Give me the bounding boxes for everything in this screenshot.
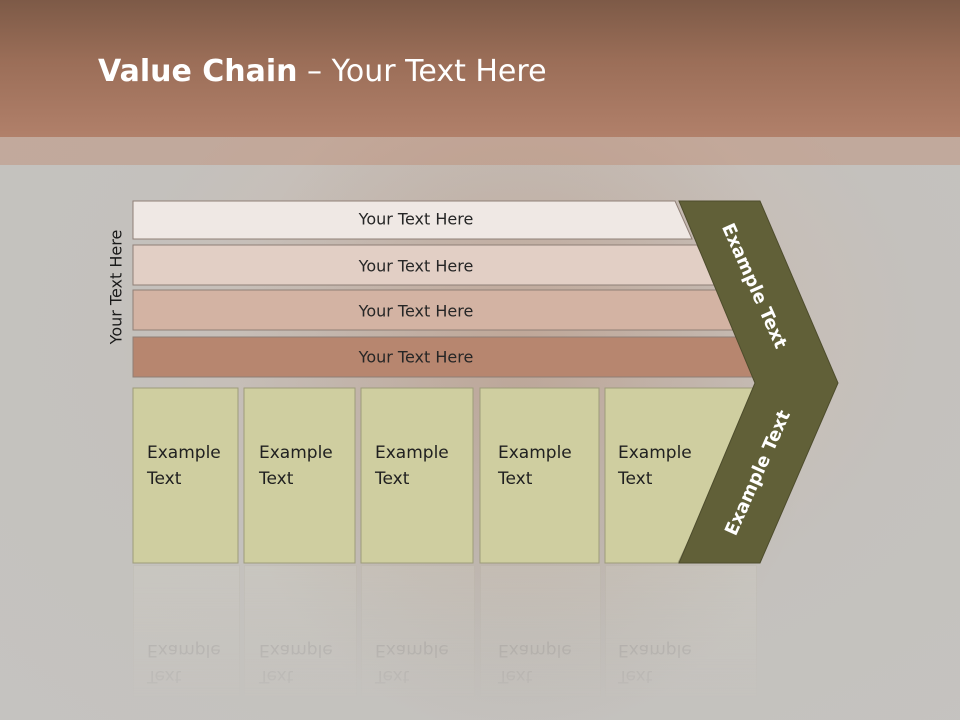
row-bar-1[interactable]	[132, 200, 693, 240]
column-text-3-line2: Text	[375, 469, 410, 489]
reflection-box-1	[133, 565, 240, 697]
reflection-text-3: Text Example	[375, 637, 449, 689]
slide-title[interactable]: Value Chain – Your Text Here	[98, 54, 547, 89]
row-label-4: Your Text Here	[358, 347, 474, 367]
column-text-4: Example Text	[498, 440, 572, 492]
row-label-1: Your Text Here	[358, 209, 474, 229]
column-text-4-line1: Example	[498, 443, 572, 463]
header-band	[0, 0, 960, 137]
column-text-5: Example Text	[618, 440, 692, 492]
reflection-box-2	[244, 565, 357, 697]
reflection-box-3	[361, 565, 475, 697]
header-strip	[0, 137, 960, 165]
reflection-text-5: Text Example	[618, 637, 692, 689]
column-text-2-line1: Example	[259, 443, 333, 463]
column-box-1[interactable]	[132, 387, 239, 564]
reflection-box-5	[605, 565, 757, 697]
column-text-1-line2: Text	[147, 469, 182, 489]
reflection-text-4-line2: Text	[498, 666, 533, 686]
reflection-box-4	[480, 565, 601, 697]
reflection-text-2: Text Example	[259, 637, 333, 689]
column-text-1: Example Text	[147, 440, 221, 492]
column-text-1-line1: Example	[147, 443, 221, 463]
column-box-5[interactable]	[604, 387, 762, 564]
row-label-3: Your Text Here	[358, 301, 474, 321]
column-text-3: Example Text	[375, 440, 449, 492]
reflection-text-3-line1: Example	[375, 640, 449, 660]
title-rest: – Your Text Here	[297, 54, 547, 89]
row-label-2: Your Text Here	[358, 256, 474, 276]
reflection-text-5-line1: Example	[618, 640, 692, 660]
column-text-4-line2: Text	[498, 469, 533, 489]
column-text-2-line2: Text	[259, 469, 294, 489]
reflection-text-4-line1: Example	[498, 640, 572, 660]
column-text-5-line2: Text	[618, 469, 653, 489]
column-text-3-line1: Example	[375, 443, 449, 463]
title-bold: Value Chain	[98, 54, 298, 89]
reflection-text-1-line2: Text	[147, 666, 182, 686]
reflection-text-2-line2: Text	[259, 666, 294, 686]
column-box-3[interactable]	[360, 387, 474, 564]
reflection-text-4: Text Example	[498, 637, 572, 689]
column-text-2: Example Text	[259, 440, 333, 492]
reflection-text-3-line2: Text	[375, 666, 410, 686]
chevron-arrow[interactable]	[678, 200, 839, 564]
column-box-2[interactable]	[243, 387, 356, 564]
diagram-reflection: Text Example Text Example Text Example T…	[120, 565, 840, 715]
reflection-text-1: Text Example	[147, 637, 221, 689]
column-text-5-line1: Example	[618, 443, 692, 463]
reflection-text-2-line1: Example	[259, 640, 333, 660]
reflection-text-5-line2: Text	[618, 666, 653, 686]
column-box-4[interactable]	[479, 387, 600, 564]
reflection-text-1-line1: Example	[147, 640, 221, 660]
